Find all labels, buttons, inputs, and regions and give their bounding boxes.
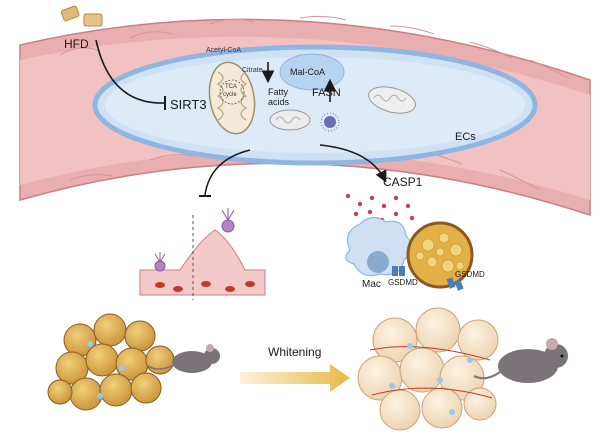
capillary-diagram — [139, 208, 266, 300]
citrate-label: Citrate — [242, 67, 263, 74]
gsdmd-left-label: GSDMD — [388, 278, 418, 287]
gsdmd-pore-left — [392, 266, 405, 276]
mal-coa-label: Mal-CoA — [290, 67, 325, 77]
virus-like-particle — [320, 112, 340, 132]
fatty-acids-label-1: Fatty — [268, 87, 289, 97]
mouse-icon — [147, 344, 220, 373]
adipose-tissue-white — [357, 307, 499, 431]
mac-label: Mac — [362, 279, 381, 290]
food-pellet-icon — [60, 5, 103, 27]
fasn-label: FASN — [312, 87, 341, 99]
mitochondrion-icon — [208, 61, 256, 135]
tca-label-2: cycle — [223, 92, 237, 98]
hfd-label: HFD — [64, 37, 89, 51]
gsdmd-right-label: GSDMD — [455, 270, 485, 279]
ecs-label: ECs — [455, 131, 476, 143]
casp1-arrow — [319, 144, 387, 183]
tca-label-1: TCA — [225, 84, 237, 90]
inhibition-arrow-lower — [204, 149, 251, 196]
hfd-inhibition-arrow — [95, 39, 166, 104]
whitening-label: Whitening — [268, 345, 321, 359]
gsdmd-pore-right — [446, 277, 464, 291]
casp1-label: CASP1 — [383, 175, 423, 189]
casp1-dots — [345, 193, 415, 223]
acetyl-coa-label: Acetyl-CoA — [206, 47, 241, 54]
macrophage-icon — [345, 216, 413, 277]
mitochondrion-icon — [368, 86, 416, 114]
blood-vessel — [19, 15, 591, 217]
adipocyte-pyroptotic — [406, 221, 474, 289]
fatty-acids-label-2: acids — [268, 97, 290, 107]
whitening-arrow — [240, 364, 350, 392]
mouse-icon — [473, 338, 568, 383]
adipose-tissue-brown — [47, 313, 175, 411]
mitochondrion-icon — [269, 109, 311, 131]
sirt3-label: SIRT3 — [170, 97, 207, 112]
